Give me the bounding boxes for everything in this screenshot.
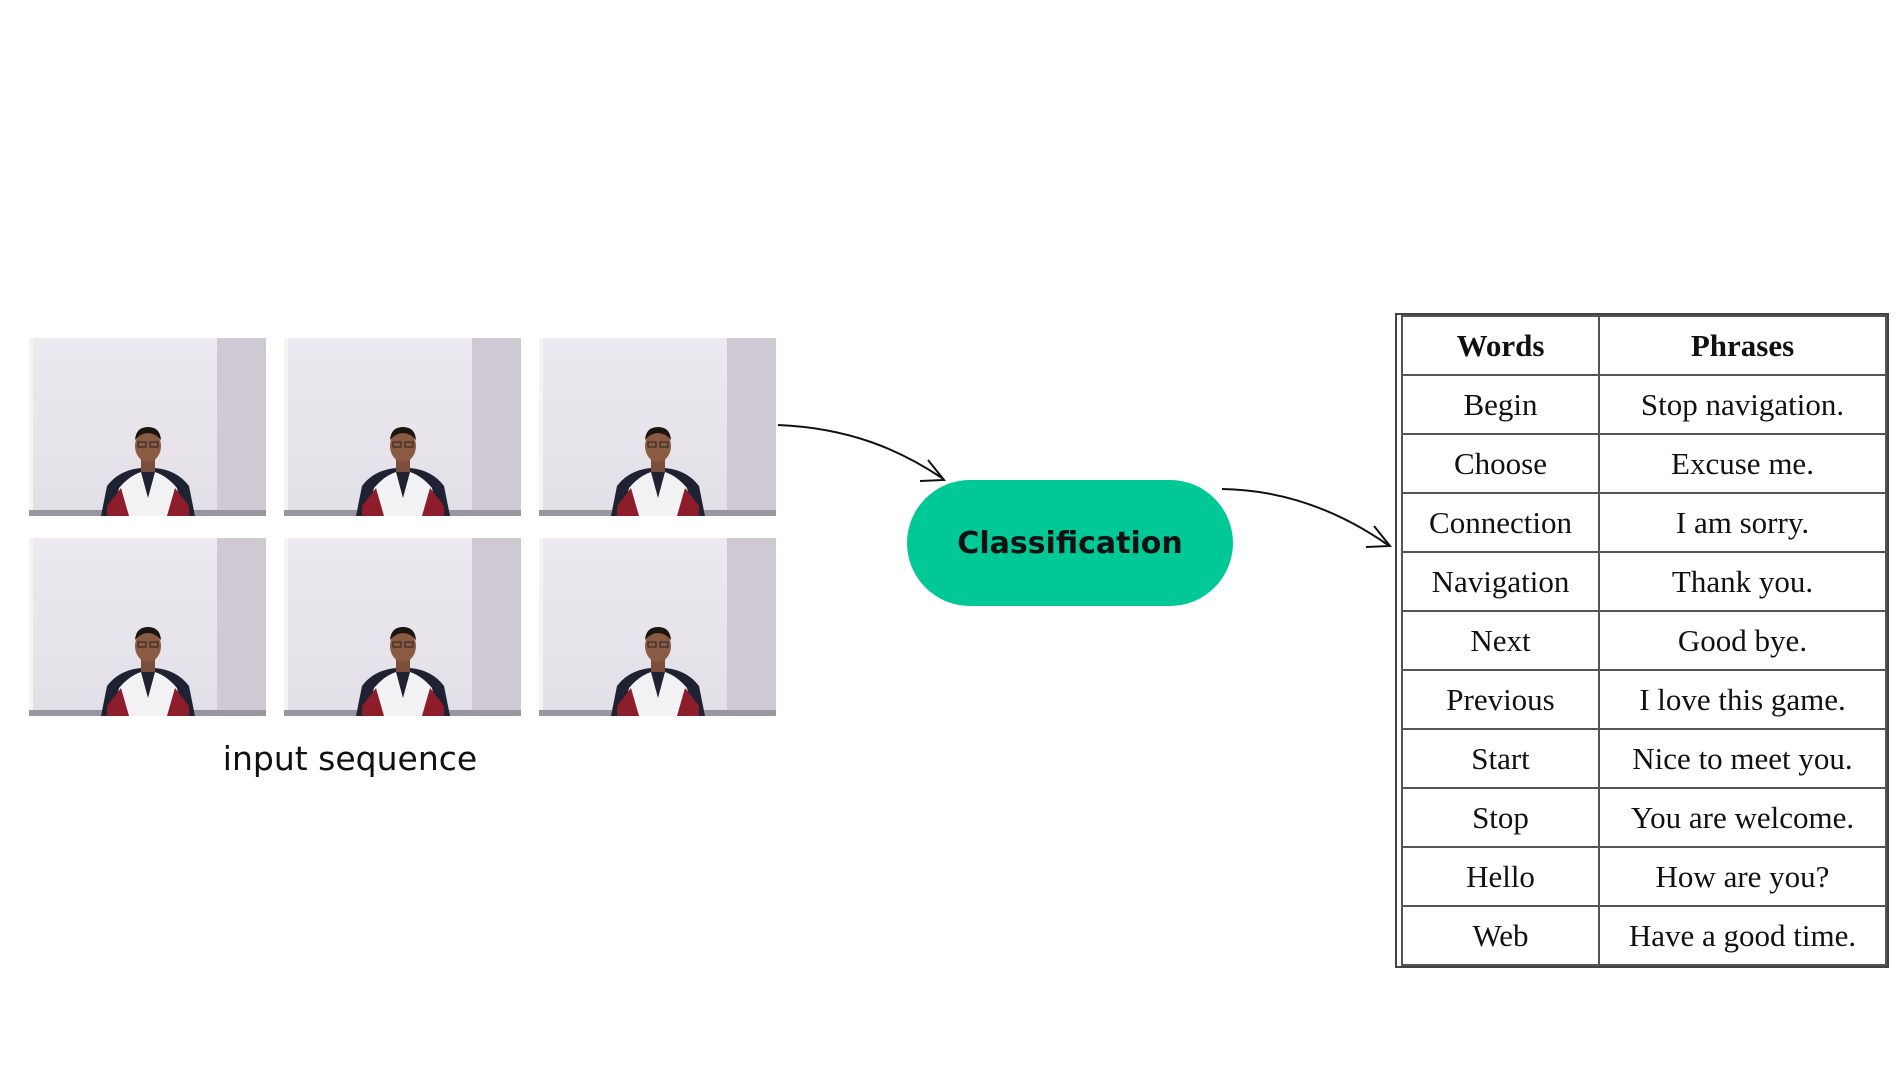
video-frame [539,538,776,716]
phrase-cell: How are you? [1598,846,1887,907]
word-cell: Connection [1401,492,1600,553]
phrase-cell: Have a good time. [1598,905,1887,966]
table-header-row: Words Phrases [1401,315,1887,376]
header-words: Words [1401,315,1600,376]
phrase-cell: Good bye. [1598,610,1887,671]
word-cell: Next [1401,610,1600,671]
video-frame [284,538,521,716]
video-frame [284,338,521,516]
person-illustration [539,338,776,516]
word-cell: Begin [1401,374,1600,435]
word-cell: Previous [1401,669,1600,730]
phrase-cell: Nice to meet you. [1598,728,1887,789]
arrowhead-icon [1365,525,1393,548]
person-illustration [29,338,266,516]
person-illustration [284,538,521,716]
phrase-cell: Excuse me. [1598,433,1887,494]
arrow-frames-to-classifier [777,424,943,479]
phrase-cell: I love this game. [1598,669,1887,730]
classification-node: Classification [907,480,1233,606]
input-sequence-label: input sequence [222,739,478,778]
word-cell: Hello [1401,846,1600,907]
phrase-cell: I am sorry. [1598,492,1887,553]
person-illustration [29,538,266,716]
video-frame [539,338,776,516]
word-cell: Choose [1401,433,1600,494]
word-cell: Navigation [1401,551,1600,612]
input-frames [29,338,776,718]
person-illustration [539,538,776,716]
video-frame [29,538,266,716]
phrase-cell: Stop navigation. [1598,374,1887,435]
person-illustration [284,338,521,516]
word-cell: Stop [1401,787,1600,848]
header-phrases: Phrases [1598,315,1887,376]
phrase-cell: You are welcome. [1598,787,1887,848]
arrowhead-icon [919,459,947,482]
video-frame [29,338,266,516]
word-cell: Web [1401,905,1600,966]
phrase-cell: Thank you. [1598,551,1887,612]
arrow-classifier-to-table [1221,488,1389,546]
classification-label: Classification [957,525,1183,561]
word-cell: Start [1401,728,1600,789]
